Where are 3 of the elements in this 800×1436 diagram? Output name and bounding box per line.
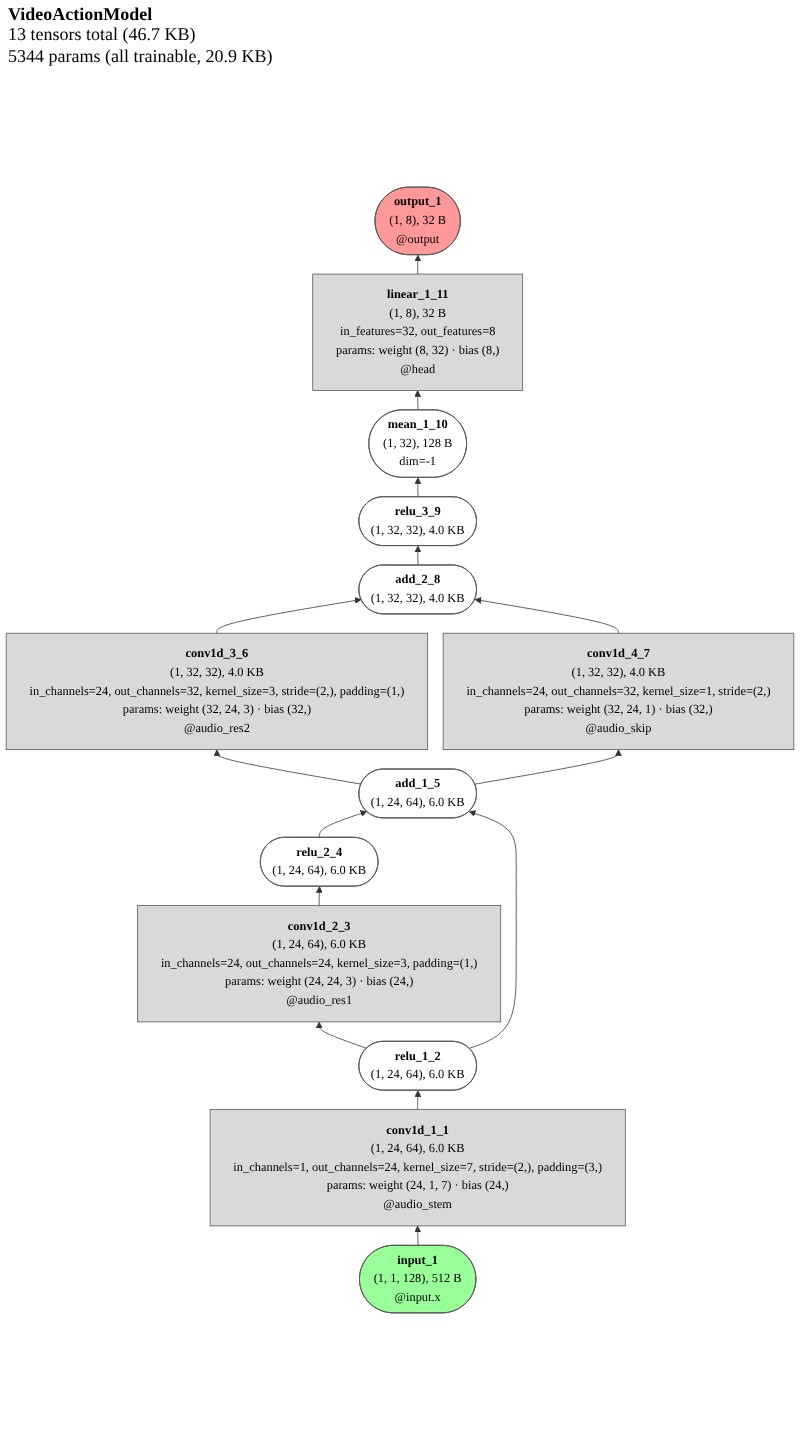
diagram-title: VideoActionModel (8, 4, 155, 25)
summary-note: 13 tensors total (46.7 KB) (8, 24, 198, 46)
summary-note: 5344 params (all trainable, 20.9 KB) (8, 45, 275, 67)
